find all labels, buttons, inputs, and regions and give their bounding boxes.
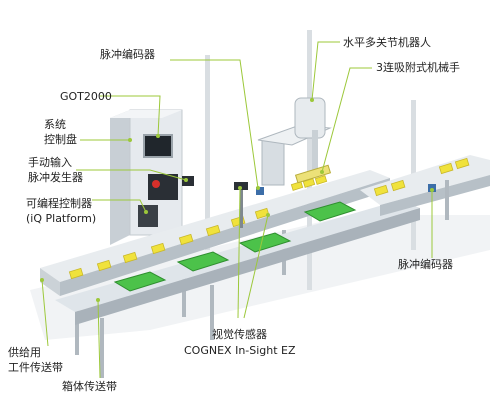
post-left bbox=[205, 55, 210, 250]
label-system-panel-line2: 控制盘 bbox=[44, 133, 77, 146]
floor-shadow bbox=[30, 215, 490, 340]
label-box-conveyor: 箱体传送带 bbox=[62, 380, 117, 393]
vision-sensor-stand bbox=[234, 182, 248, 228]
label-plc-line1: 可编程控制器 bbox=[26, 197, 92, 210]
label-suction-hand: 3连吸附式机械手 bbox=[376, 61, 460, 74]
emergency-stop-button bbox=[152, 180, 160, 188]
label-got2000: GOT2000 bbox=[60, 90, 112, 103]
label-pulse-encoder-top: 脉冲编码器 bbox=[100, 48, 155, 61]
control-panel bbox=[110, 109, 183, 245]
label-manual-pulse-line2: 脉冲发生器 bbox=[28, 171, 83, 184]
scara-robot bbox=[257, 97, 332, 186]
label-manual-pulse-line1: 手动输入 bbox=[28, 156, 72, 169]
green-trays bbox=[113, 201, 357, 292]
label-pulse-encoder-right: 脉冲编码器 bbox=[398, 258, 453, 271]
post-middle bbox=[307, 30, 312, 290]
leader-dots bbox=[40, 98, 434, 302]
pulse-encoder-top-device bbox=[256, 187, 264, 195]
label-plc-line2: (iQ Platform) bbox=[26, 212, 97, 225]
label-scara-robot: 水平多关节机器人 bbox=[343, 36, 431, 49]
label-supply-line2: 工件传送带 bbox=[8, 361, 63, 374]
suction-hand bbox=[294, 164, 332, 184]
label-vision-line1: 视觉传感器 bbox=[212, 328, 267, 341]
label-supply-line1: 供给用 bbox=[8, 346, 41, 359]
leader-lines bbox=[41, 41, 433, 379]
label-system-panel-line1: 系统 bbox=[44, 118, 66, 131]
label-vision-line2: COGNEX In-Sight EZ bbox=[184, 344, 296, 357]
vision-sensor bbox=[234, 182, 248, 190]
manual-pulse-generator-device bbox=[182, 176, 194, 186]
got2000-screen bbox=[143, 134, 173, 158]
workpieces bbox=[68, 157, 470, 280]
plc-unit bbox=[138, 205, 158, 227]
control-panel-box bbox=[148, 174, 178, 200]
